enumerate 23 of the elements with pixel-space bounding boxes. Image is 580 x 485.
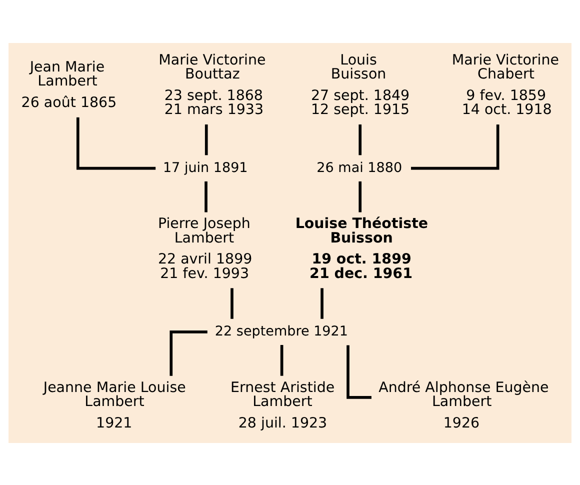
node-text: Louise Théotiste Buisson 19 oct. 1899 21 dec. 1961 bbox=[295, 216, 428, 282]
node-text: Ernest Aristide Lambert 28 juil. 1923 bbox=[230, 379, 335, 431]
node-text: Pierre Joseph Lambert 22 avril 1899 21 fev. 1993 bbox=[158, 216, 252, 282]
connector bbox=[76, 116, 156, 170]
connector bbox=[170, 330, 208, 376]
node-text: 17 juin 1891 bbox=[162, 159, 248, 176]
node-text: Marie Victorine Chabert 9 fev. 1859 14 oct. 1918 bbox=[452, 52, 559, 118]
connector bbox=[280, 344, 284, 376]
connector bbox=[204, 180, 208, 212]
node-text: Jean Marie Lambert 26 août 1865 bbox=[21, 58, 117, 111]
connector bbox=[358, 124, 362, 155]
node-text: Jeanne Marie Louise Lambert 1921 bbox=[43, 379, 186, 431]
connector bbox=[411, 124, 500, 170]
connector bbox=[358, 180, 362, 212]
connector bbox=[230, 288, 234, 318]
connector bbox=[346, 344, 372, 398]
connector bbox=[204, 124, 208, 155]
connector bbox=[320, 288, 324, 318]
node-text: 26 mai 1880 bbox=[316, 159, 402, 176]
node-text: André Alphonse Eugène Lambert 1926 bbox=[378, 379, 549, 431]
node-text: Louis Buisson 27 sept. 1849 12 sept. 1915 bbox=[310, 52, 410, 118]
node-text: 22 septembre 1921 bbox=[214, 323, 348, 340]
node-text: Marie Victorine Bouttaz 23 sept. 1868 21 mars 1933 bbox=[158, 52, 266, 118]
